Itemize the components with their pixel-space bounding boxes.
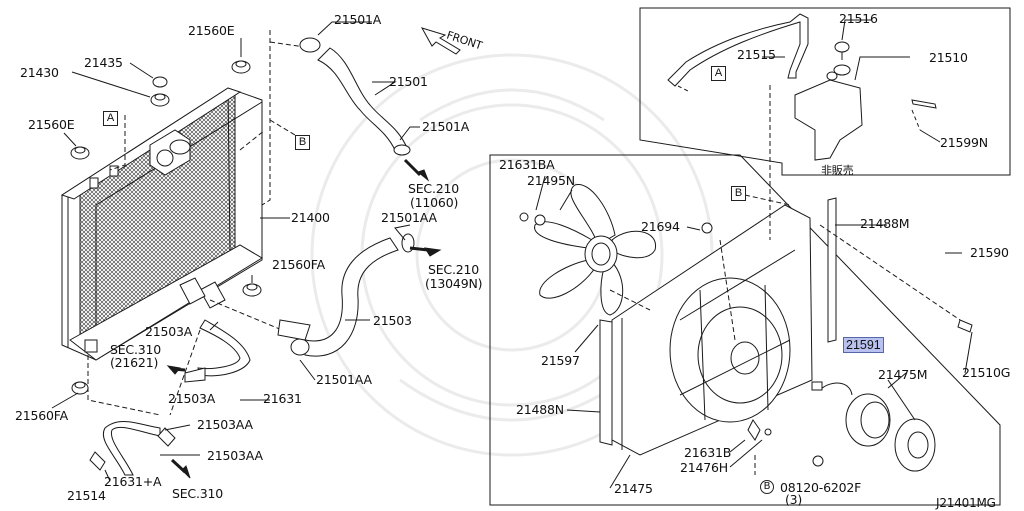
label-21597[interactable]: 21597: [541, 353, 580, 368]
bolt-circle-marker: B: [760, 480, 774, 494]
marker-B-shroud: B: [731, 186, 746, 201]
radiator: [60, 87, 263, 361]
label-21503[interactable]: 21503: [373, 313, 412, 328]
arrows: [166, 158, 442, 479]
grommet-21560E-top: [231, 38, 251, 74]
label-21476H[interactable]: 21476H: [680, 460, 728, 475]
label-21475[interactable]: 21475: [614, 481, 653, 496]
label-21400[interactable]: 21400: [291, 210, 330, 225]
label-21560E-top[interactable]: 21560E: [188, 23, 235, 38]
overflow-pipe-21515: [667, 13, 809, 93]
label-21430[interactable]: 21430: [20, 65, 59, 80]
label-21503A-upper[interactable]: 21503A: [145, 324, 193, 339]
grommet-21560FA-left: [51, 381, 89, 409]
label-21631A[interactable]: 21631+A: [104, 474, 162, 489]
cap-21430: [71, 71, 170, 107]
ref-sec210-a[interactable]: SEC.210: [408, 181, 459, 196]
label-21631[interactable]: 21631: [263, 391, 302, 406]
ref-sec210-a-sub: (11060): [410, 195, 459, 210]
ref-sec210-b-sub: (13049N): [425, 276, 483, 291]
ref-sec210-b[interactable]: SEC.210: [428, 262, 479, 277]
fan-blade-21597: [534, 184, 656, 316]
label-21560E-left[interactable]: 21560E: [28, 117, 75, 132]
label-21631BA[interactable]: 21631BA: [499, 157, 555, 172]
reservoir-hose-21631: [184, 319, 251, 383]
marker-A-reservoir: A: [711, 66, 726, 81]
label-21488N[interactable]: 21488N: [516, 402, 564, 417]
label-21475M[interactable]: 21475M: [878, 367, 928, 382]
reservoir-tank-21510: [794, 41, 863, 161]
label-21503A-lower[interactable]: 21503A: [168, 391, 216, 406]
upper-hose-21501: [299, 37, 411, 156]
reservoir-panel-frame: [639, 7, 1011, 176]
label-21694[interactable]: 21694: [641, 219, 680, 234]
hose-21631A: [89, 420, 176, 476]
label-21515[interactable]: 21515: [737, 47, 776, 62]
grommet-21560FA-mid: [242, 275, 262, 297]
label-21488M[interactable]: 21488M: [860, 216, 910, 231]
label-21631B[interactable]: 21631B: [684, 445, 732, 460]
label-21510G[interactable]: 21510G: [962, 365, 1011, 380]
label-bolt-qty: (3): [785, 492, 803, 507]
label-21501AA-top[interactable]: 21501AA: [381, 210, 437, 225]
fan-panel-frame: [489, 154, 1001, 506]
fan-21475M: [887, 379, 936, 472]
seal-21488M: [827, 197, 837, 343]
ref-sec310-a[interactable]: SEC.310: [110, 342, 161, 357]
label-21435[interactable]: 21435: [84, 55, 123, 70]
grommet-21560E-left: [63, 132, 90, 160]
label-21501[interactable]: 21501: [389, 74, 428, 89]
label-bolt-08120-6202F[interactable]: 08120-6202F: [780, 480, 862, 495]
label-21501AA-bot[interactable]: 21501AA: [316, 372, 372, 387]
cap-21435: [129, 62, 168, 88]
label-21503AA-1[interactable]: 21503AA: [197, 417, 253, 432]
label-21501A-top[interactable]: 21501A: [334, 12, 382, 27]
bolts-fan-panel: [519, 212, 973, 467]
label-21510[interactable]: 21510: [929, 50, 968, 65]
label-21501A-mid[interactable]: 21501A: [422, 119, 470, 134]
label-21591-highlighted[interactable]: 21591: [843, 337, 884, 353]
fan-panel-guide-lines: [609, 85, 961, 475]
label-21516[interactable]: 21516: [839, 11, 878, 26]
label-21590[interactable]: 21590: [970, 245, 1009, 260]
label-21599N[interactable]: 21599N: [940, 135, 988, 150]
bracket-21599N: [911, 99, 937, 131]
label-21560FA-mid[interactable]: 21560FA: [272, 257, 325, 272]
label-21503AA-2[interactable]: 21503AA: [207, 448, 263, 463]
fan-shroud-21475: [599, 204, 813, 456]
marker-B-left: B: [295, 135, 310, 150]
not-for-sale-label: 非販売: [821, 164, 854, 177]
lower-hose-21503: [277, 233, 415, 357]
marker-A-left: A: [103, 111, 118, 126]
label-21514[interactable]: 21514: [67, 488, 106, 503]
front-arrow: [420, 27, 461, 55]
fan-motor-21591: [811, 381, 891, 447]
ref-sec310-b[interactable]: SEC.310: [172, 486, 223, 501]
leader-lines: [104, 19, 973, 489]
label-21495N[interactable]: 21495N: [527, 173, 575, 188]
diagram-id: J21401MG: [936, 496, 996, 510]
guide-lines: [87, 30, 331, 416]
ref-sec310-a-sub: (21621): [110, 355, 159, 370]
label-21560FA-left[interactable]: 21560FA: [15, 408, 68, 423]
